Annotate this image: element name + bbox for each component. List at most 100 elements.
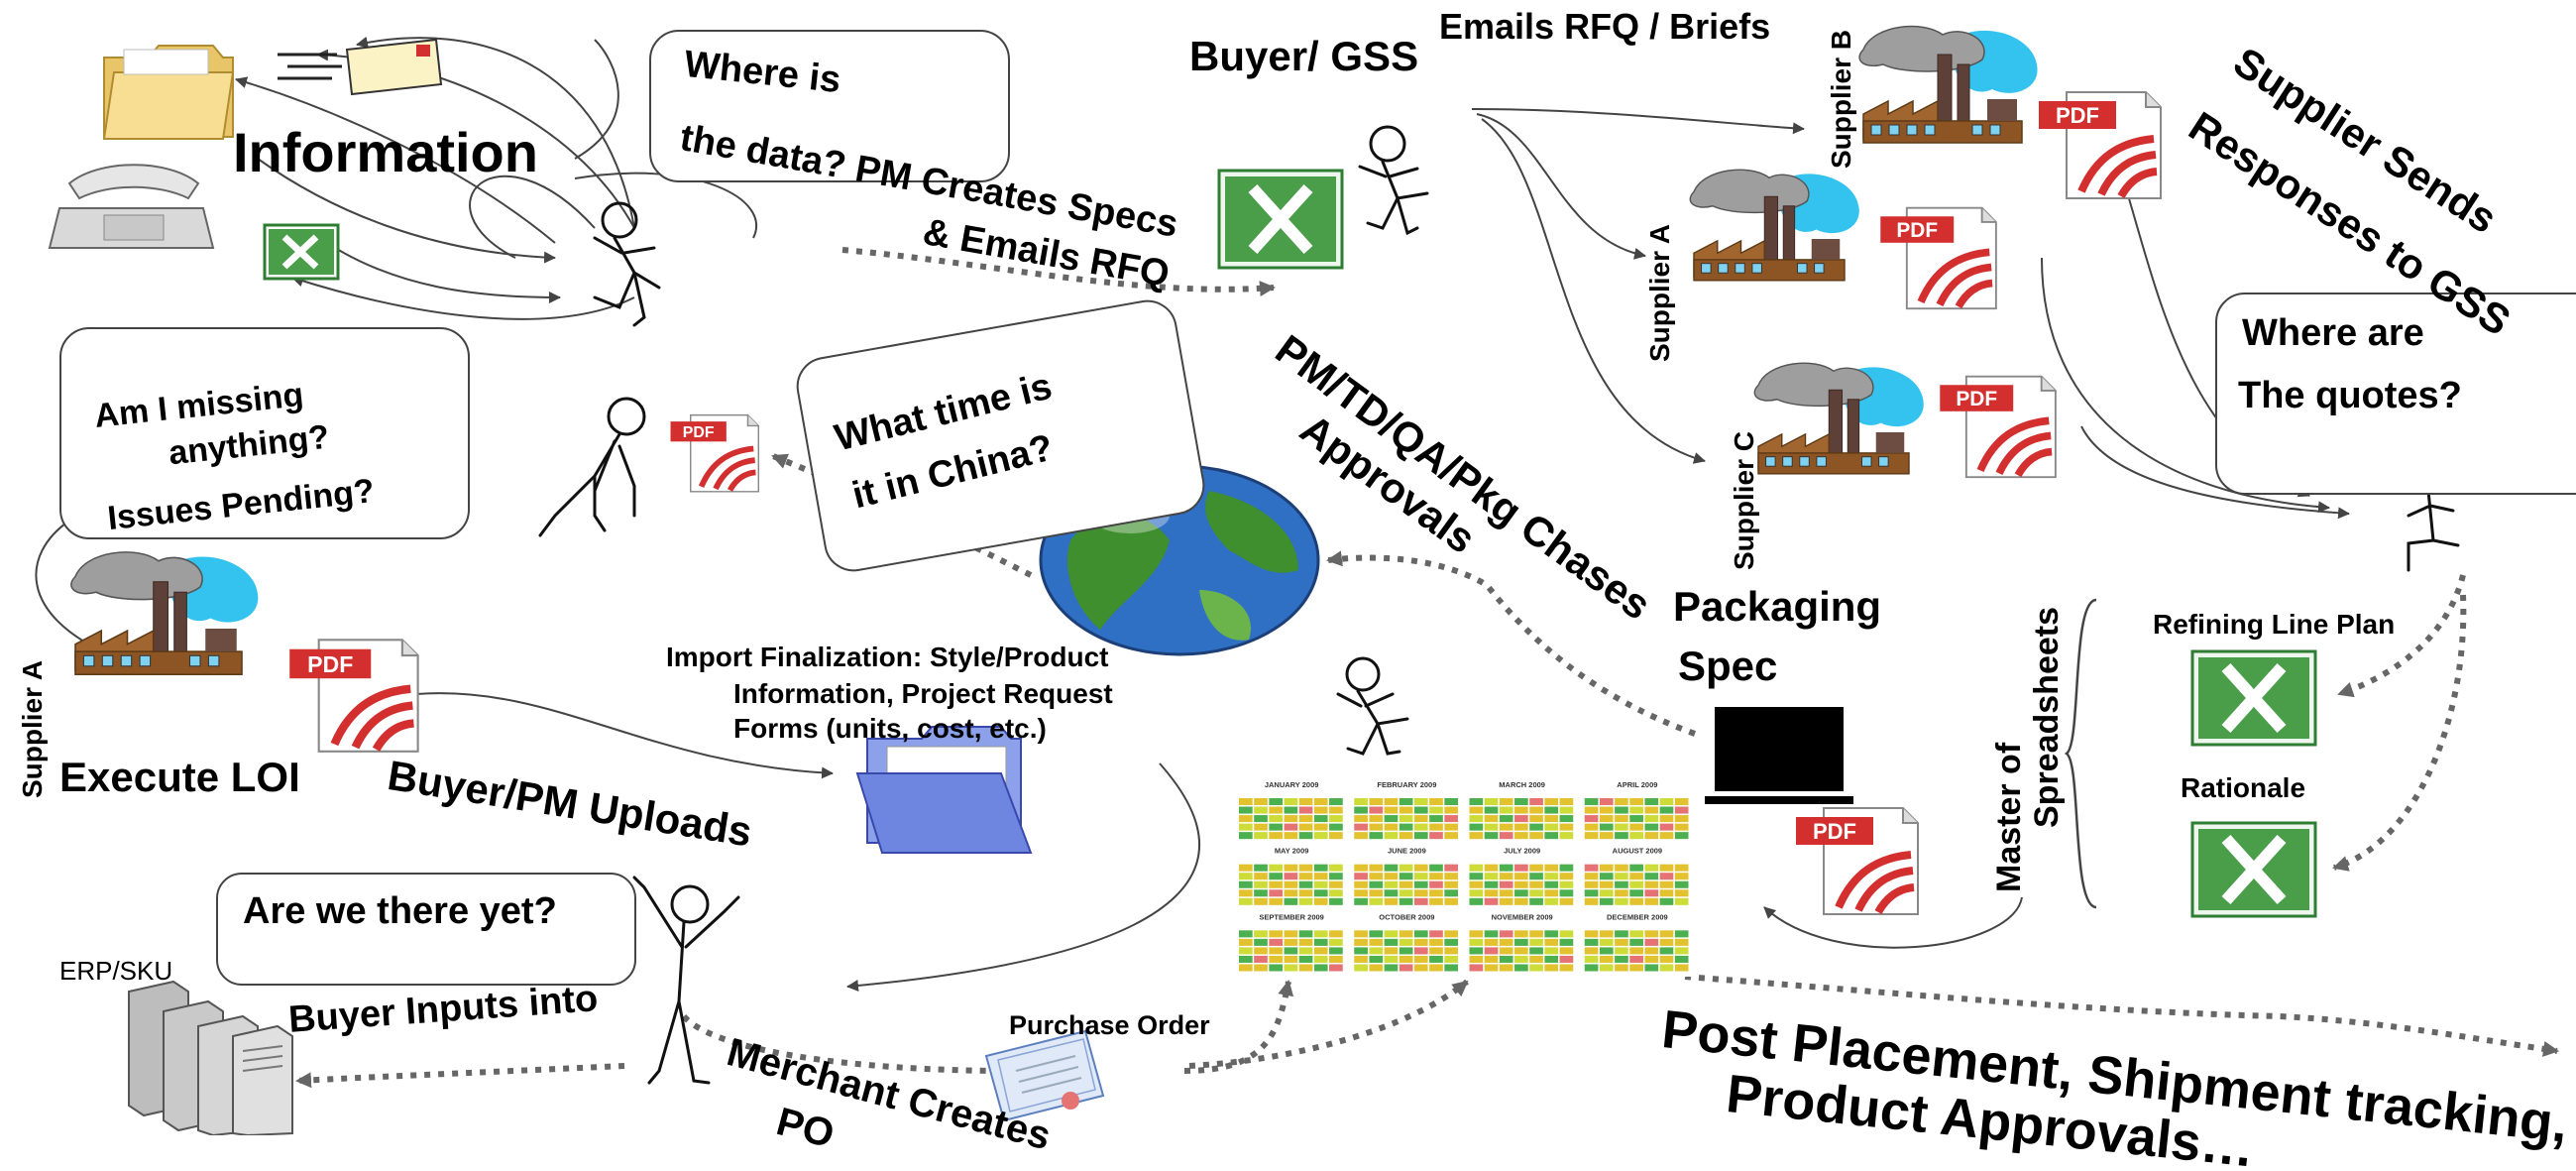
- connector-line: [326, 242, 561, 303]
- stick-figure-icon: [632, 876, 740, 1085]
- svg-text:PDF: PDF: [2056, 103, 2099, 128]
- laptop-icon: [1705, 707, 1853, 804]
- calendar-month-title: JULY 2009: [1504, 847, 1540, 856]
- dotted-arrow: [1183, 980, 1294, 1074]
- label-refining-line-plan: Refining Line Plan: [2153, 609, 2396, 640]
- label-information: Information: [233, 121, 538, 183]
- excel-icon: [263, 223, 340, 281]
- svg-text:PDF: PDF: [307, 651, 353, 677]
- label-supplier-b: Supplier B: [1826, 29, 1856, 169]
- calendar-month-title: JANUARY 2009: [1265, 780, 1319, 789]
- bubble-text: Are we there yet?: [243, 890, 557, 932]
- connector-line: [1476, 113, 1646, 260]
- server-icon: [128, 980, 293, 1135]
- calendar-month-title: MAY 2009: [1275, 847, 1309, 856]
- connector-line: [35, 520, 110, 656]
- svg-text:PDF: PDF: [683, 424, 715, 441]
- connector-line: [2041, 257, 2330, 514]
- excel-icon: [2190, 649, 2317, 747]
- calendar-month-title: OCTOBER 2009: [1379, 912, 1434, 921]
- pdf-icon: PDF: [1880, 206, 1997, 310]
- calendar-month-title: FEBRUARY 2009: [1377, 780, 1436, 789]
- label-packaging: Packaging: [1673, 583, 1882, 630]
- label-emails-rfq-briefs: Emails RFQ / Briefs: [1439, 6, 1771, 47]
- connector-line: [574, 172, 757, 239]
- connector-line: [291, 275, 635, 320]
- connector-line: [356, 36, 635, 229]
- pdf-icon: PDF: [1940, 375, 2057, 479]
- calendar-month-title: AUGUST 2009: [1613, 847, 1662, 856]
- label-import-finalization-1: Import Finalization: Style/Product: [666, 642, 1109, 672]
- bubble-text: Where are: [2242, 312, 2424, 354]
- dotted-arrow: [1684, 974, 2559, 1057]
- connector-line: [574, 39, 619, 160]
- stick-figure-icon: [538, 397, 646, 537]
- factory-icon: [1858, 25, 2038, 144]
- speech-bubble-am-i-missing: [59, 327, 470, 539]
- label-rationale: Rationale: [2181, 772, 2306, 803]
- folder-icon: [855, 726, 1033, 854]
- speech-bubble-where-is-data: [649, 30, 1010, 182]
- folder-icon: [102, 45, 235, 140]
- dotted-arrow: [295, 1063, 625, 1089]
- label-buyer-gss: Buyer/ GSS: [1189, 33, 1419, 79]
- dotted-arrow: [841, 247, 1276, 297]
- factory-icon: [70, 551, 259, 675]
- svg-text:PDF: PDF: [1896, 219, 1938, 242]
- connector-line: [469, 175, 596, 259]
- label-execute-loi: Execute LOI: [59, 754, 300, 800]
- stick-figure-icon: [1336, 656, 1409, 756]
- excel-icon: [1217, 169, 1344, 270]
- phone-icon: [48, 164, 215, 249]
- label-supplier-a: Supplier A: [1644, 224, 1675, 362]
- label-import-finalization-3: Forms (units, cost, etc.): [733, 713, 1047, 744]
- stick-figure-icon: [1358, 125, 1429, 236]
- factory-icon: [1753, 362, 1924, 475]
- calendar-month-title: MARCH 2009: [1499, 780, 1545, 789]
- certificate-icon: [984, 1029, 1105, 1122]
- label-master-of: Master of: [1990, 742, 2028, 892]
- pdf-icon: PDF: [1796, 807, 1919, 915]
- svg-text:PDF: PDF: [1813, 819, 1856, 844]
- pdf-icon: PDF: [289, 639, 419, 753]
- connector-line: [415, 692, 834, 779]
- excel-icon: [2190, 821, 2317, 918]
- connector-line: [1763, 896, 2023, 949]
- calendar-month-title: APRIL 2009: [1617, 780, 1657, 789]
- letter-icon: [278, 38, 443, 96]
- pdf-icon: PDF: [2039, 91, 2162, 199]
- connector-line: [1481, 118, 1706, 464]
- svg-text:PDF: PDF: [1956, 388, 1997, 410]
- dotted-arrow: [2332, 594, 2467, 872]
- label-spreadsheets: Spreadsheets: [2028, 607, 2066, 828]
- connector-line: [1471, 108, 1805, 135]
- pdf-icon: PDF: [670, 413, 760, 493]
- label-erp-sku: ERP/SKU: [59, 956, 173, 986]
- stick-figure-icon: [593, 201, 661, 327]
- calendar-month-title: DECEMBER 2009: [1607, 912, 1668, 921]
- connector-line: [235, 76, 556, 244]
- calendar-month-title: SEPTEMBER 2009: [1259, 912, 1323, 921]
- factory-icon: [1689, 169, 1859, 282]
- brace: [2064, 598, 2097, 909]
- speech-bubble-are-we-there: [216, 873, 636, 986]
- label-supplier-a-left: Supplier A: [17, 660, 48, 798]
- label-purchase-order: Purchase Order: [1009, 1010, 1210, 1040]
- calendar-month-title: JUNE 2009: [1388, 847, 1426, 856]
- dotted-arrow: [2337, 574, 2466, 698]
- label-supplier-c: Supplier C: [1729, 430, 1759, 570]
- connector-line: [846, 762, 1200, 992]
- calendar-icon: JANUARY 2009 FEBRUARY 2009 MARCH 2009 APRIL…: [1234, 778, 1695, 977]
- connector-line: [257, 158, 556, 264]
- label-spec: Spec: [1678, 643, 1778, 689]
- dotted-arrow: [1188, 979, 1469, 1069]
- calendar-month-title: NOVEMBER 2009: [1492, 912, 1553, 921]
- connector-line: [2080, 425, 2350, 520]
- bubble-text: The quotes?: [2238, 375, 2462, 416]
- speech-bubble-where-are-quotes: [2215, 293, 2576, 495]
- label-import-finalization-2: Information, Project Request: [733, 678, 1113, 709]
- dotted-arrow: [1326, 550, 1697, 737]
